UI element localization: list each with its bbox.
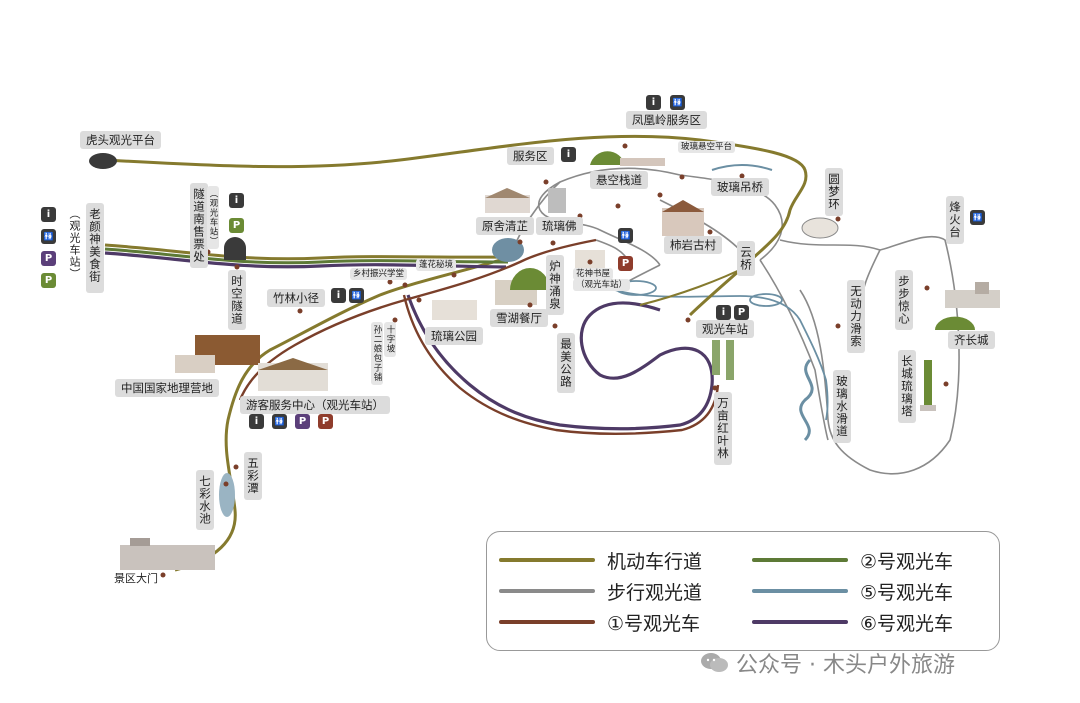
info-icon[interactable]: i: [716, 305, 731, 320]
wechat-icon: [701, 653, 728, 672]
info-icon[interactable]: i: [229, 193, 244, 208]
label-sunerniang[interactable]: 孙二娘包子铺: [371, 322, 383, 385]
label-shizi[interactable]: 十字坡: [384, 322, 396, 357]
legend-item: 步行观光道: [499, 578, 702, 604]
label-yuanshe[interactable]: 原舍清芷: [476, 217, 534, 235]
label-penghua[interactable]: 蓬花秘境: [416, 259, 457, 271]
label-boli-xuankong[interactable]: 玻璃悬空平台: [678, 141, 736, 153]
parking-icon[interactable]: P: [734, 305, 749, 320]
connector-road: [639, 264, 751, 306]
legend-label: ①号观光车: [607, 612, 701, 635]
legend-item: ②号观光车: [752, 547, 953, 573]
label-qichangcheng[interactable]: 齐长城: [948, 331, 995, 349]
legend-item: ⑤号观光车: [752, 578, 953, 604]
qicai-pond: [219, 473, 235, 517]
legend-label: 机动车行道: [607, 550, 703, 573]
label-zhulin[interactable]: 竹林小径: [267, 289, 325, 307]
label-liulifo[interactable]: 琉璃佛: [536, 217, 583, 235]
label-huashen-note: （观光车站）: [573, 279, 631, 291]
legend-swatch: [752, 589, 848, 593]
label-suidao-note: （观光车站）: [207, 186, 219, 249]
label-fenghuotai[interactable]: 烽火台: [946, 196, 964, 244]
lake: [492, 238, 524, 262]
label-wanmu[interactable]: 万亩红叶林: [714, 392, 732, 465]
info-icon[interactable]: i: [249, 414, 264, 429]
label-changcheng-ta[interactable]: 长城琉璃塔: [898, 350, 916, 423]
legend: 机动车行道 ②号观光车 步行观光道 ⑤号观光车 ①号观光车 ⑥号观光车: [486, 531, 1000, 651]
label-luzhen[interactable]: 炉神涌泉: [546, 255, 564, 315]
legend-label: ②号观光车: [860, 550, 954, 573]
legend-item: 机动车行道: [499, 547, 702, 573]
label-laoyan[interactable]: 老颜神美食街: [86, 203, 104, 293]
toilet-icon[interactable]: 🚻: [970, 210, 985, 225]
label-yunqiao[interactable]: 云桥: [737, 241, 755, 276]
label-youke[interactable]: 游客服务中心（观光车站）: [240, 396, 390, 414]
legend-swatch: [499, 558, 595, 562]
legend-item: ⑥号观光车: [752, 609, 953, 635]
legend-item: ①号观光车: [499, 609, 700, 635]
info-icon[interactable]: i: [561, 147, 576, 162]
parking-icon[interactable]: P: [229, 218, 244, 233]
label-boli-diaoqiao[interactable]: 玻璃吊桥: [711, 178, 769, 196]
label-liuligongyuan[interactable]: 琉璃公园: [425, 327, 483, 345]
parking-icon[interactable]: P: [41, 273, 56, 288]
tunnel-icon: [224, 237, 246, 260]
label-wucai[interactable]: 五彩潭: [244, 452, 262, 500]
parking-icon[interactable]: P: [41, 251, 56, 266]
route-1: [238, 238, 720, 435]
parking-icon[interactable]: P: [295, 414, 310, 429]
parking-icon[interactable]: P: [618, 256, 633, 271]
label-xiangcun[interactable]: 乡村振兴学堂: [350, 268, 408, 280]
label-huashen[interactable]: 花神书屋: [573, 268, 614, 280]
parking-icon[interactable]: P: [318, 414, 333, 429]
label-guangguang-station[interactable]: 观光车站: [696, 320, 754, 338]
toilet-icon[interactable]: 🚻: [272, 414, 287, 429]
info-icon[interactable]: i: [41, 207, 56, 222]
buildings: [120, 151, 1000, 570]
toilet-icon[interactable]: 🚻: [618, 228, 633, 243]
watermark: 公众号 · 木头户外旅游: [700, 647, 955, 679]
label-fuwuqu[interactable]: 服务区: [507, 147, 554, 165]
legend-swatch: [752, 620, 848, 624]
label-damen[interactable]: 景区大门: [114, 572, 158, 585]
toilet-icon[interactable]: 🚻: [670, 95, 685, 110]
label-hutou[interactable]: 虎头观光平台: [80, 131, 161, 149]
label-boli-huadao[interactable]: 玻璃水滑道: [833, 370, 851, 443]
info-icon[interactable]: i: [646, 95, 661, 110]
legend-label: ⑤号观光车: [860, 581, 954, 604]
label-laoyan-note: （观光车站）: [68, 208, 81, 280]
label-qicai[interactable]: 七彩水池: [196, 470, 214, 530]
legend-swatch: [499, 620, 595, 624]
watermark-text: 公众号 · 木头户外旅游: [736, 653, 955, 678]
label-shiyan[interactable]: 柿岩古村: [664, 236, 722, 254]
label-wudongli[interactable]: 无动力滑索: [847, 280, 865, 353]
legend-swatch: [499, 589, 595, 593]
label-yuanmenghuan[interactable]: 圆梦环: [825, 168, 843, 216]
label-suidao-shoupiao[interactable]: 隧道南售票处: [190, 183, 208, 268]
info-icon[interactable]: i: [331, 288, 346, 303]
label-xuankong-zhandao[interactable]: 悬空栈道: [590, 171, 648, 189]
legend-label: ⑥号观光车: [860, 612, 954, 635]
toilet-icon[interactable]: 🚻: [41, 229, 56, 244]
toilet-icon[interactable]: 🚻: [349, 288, 364, 303]
label-shikong[interactable]: 时空隧道: [228, 270, 246, 330]
label-fenghuangling[interactable]: 凤凰岭服务区: [626, 111, 707, 129]
label-bubu[interactable]: 步步惊心: [895, 270, 913, 330]
label-dili[interactable]: 中国国家地理营地: [115, 379, 219, 397]
label-zuimei[interactable]: 最美公路: [557, 333, 575, 393]
legend-label: 步行观光道: [607, 581, 703, 604]
tiger-rock: [89, 153, 117, 169]
label-xuehu[interactable]: 雪湖餐厅: [490, 309, 548, 327]
legend-swatch: [752, 558, 848, 562]
